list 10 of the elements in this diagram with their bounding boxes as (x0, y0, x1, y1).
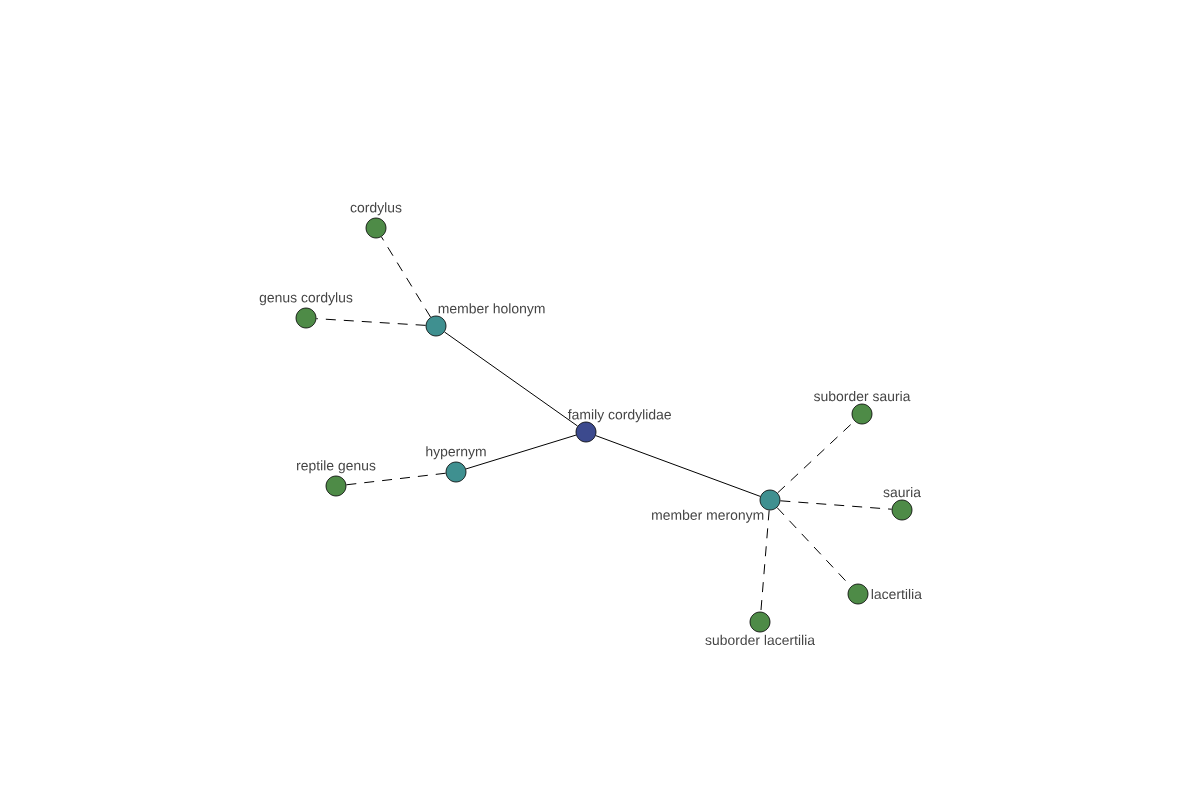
connector-line (465, 434, 577, 470)
connector-line (345, 472, 447, 486)
connector-line (776, 507, 852, 587)
connector-line (315, 318, 427, 326)
connector-line (595, 435, 761, 497)
connector-line (760, 509, 770, 613)
connector-line (779, 500, 893, 510)
connector-line (777, 420, 855, 494)
connector-line (444, 331, 578, 427)
connector-line (380, 236, 432, 318)
